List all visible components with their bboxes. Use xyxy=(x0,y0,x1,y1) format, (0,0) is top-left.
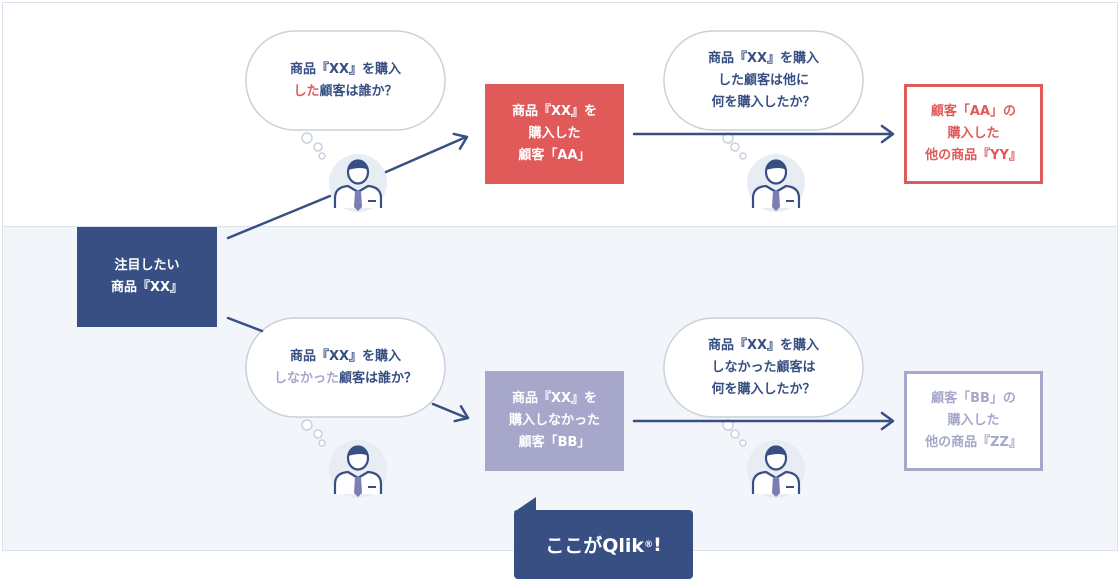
focus-product-box: 注目したい 商品『XX』 xyxy=(77,227,217,327)
q4-line-1: 商品『XX』を購入 xyxy=(707,337,820,353)
question-bought-who: 商品『XX』を購入 した顧客は誰か？ xyxy=(246,31,445,130)
arrow-icon xyxy=(226,316,469,420)
callout-box xyxy=(514,497,693,579)
q1-highlight: した xyxy=(293,83,320,99)
q4-line-3: 何を購入したか？ xyxy=(711,381,816,397)
aa-line-3: 顧客「AA」 xyxy=(518,148,591,163)
zz-line-1: 顧客「BB」の xyxy=(931,391,1016,406)
customer-aa-box: 商品『XX』を 購入した 顧客「AA」 xyxy=(485,84,624,184)
q1-line-2: した顧客は誰か？ xyxy=(293,81,397,103)
thought-bubble-icon xyxy=(245,317,446,447)
callout-label: ここがQlik®! xyxy=(514,510,693,579)
q2-line-2: した顧客は他に xyxy=(717,72,809,88)
zz-line-3: 他の商品『ZZ』 xyxy=(925,435,1022,450)
focus-line-1: 注目したい xyxy=(114,258,180,273)
person-icon xyxy=(745,438,807,500)
q3-rest: 顧客は誰か？ xyxy=(339,370,418,386)
aa-line-2: 購入した xyxy=(528,126,581,141)
q2-line-3: 何を購入したか？ xyxy=(711,94,816,110)
q2-line-1: 商品『XX』を購入 xyxy=(707,50,820,66)
aa-line-1: 商品『XX』を xyxy=(511,104,598,119)
bb-line-2: 購入しなかった xyxy=(508,413,600,428)
callout-suffix: ! xyxy=(653,533,662,556)
q1-line-1: 商品『XX』を購入 xyxy=(289,61,402,77)
product-yy-box: 顧客「AA」の 購入した 他の商品『YY』 xyxy=(904,84,1043,184)
question-bought-what-else: 商品『XX』を購入 した顧客は他に 何を購入したか？ xyxy=(664,31,863,130)
yy-line-3: 他の商品『YY』 xyxy=(925,148,1022,163)
focus-line-2: 商品『XX』 xyxy=(110,280,184,295)
arrow-icon xyxy=(226,135,468,240)
q1-rest: 顧客は誰か？ xyxy=(319,83,398,99)
question-not-bought-what: 商品『XX』を購入 しなかった顧客は 何を購入したか？ xyxy=(664,318,863,417)
person-icon xyxy=(327,152,389,214)
bb-line-1: 商品『XX』を xyxy=(511,391,598,406)
person-icon xyxy=(327,438,389,500)
question-not-bought-who: 商品『XX』を購入 しなかった顧客は誰か？ xyxy=(246,318,445,417)
yy-line-2: 購入した xyxy=(947,126,1000,141)
bb-line-3: 顧客「BB」 xyxy=(518,435,591,450)
yy-line-1: 顧客「AA」の xyxy=(930,104,1017,119)
person-icon xyxy=(745,152,807,214)
product-zz-box: 顧客「BB」の 購入した 他の商品『ZZ』 xyxy=(904,371,1043,471)
q3-highlight: しなかった xyxy=(273,370,339,386)
registered-mark: ® xyxy=(644,539,654,550)
q3-line-1: 商品『XX』を購入 xyxy=(289,348,402,364)
customer-bb-box: 商品『XX』を 購入しなかった 顧客「BB」 xyxy=(485,371,624,471)
callout-text: ここがQlik xyxy=(545,535,645,557)
q3-line-2: しなかった顧客は誰か？ xyxy=(274,368,417,390)
zz-line-2: 購入した xyxy=(947,413,1000,428)
thought-bubble-icon xyxy=(663,317,864,447)
q4-line-2: しなかった顧客は xyxy=(711,359,816,375)
thought-bubble-icon xyxy=(663,30,864,160)
thought-bubble-icon xyxy=(245,30,446,160)
